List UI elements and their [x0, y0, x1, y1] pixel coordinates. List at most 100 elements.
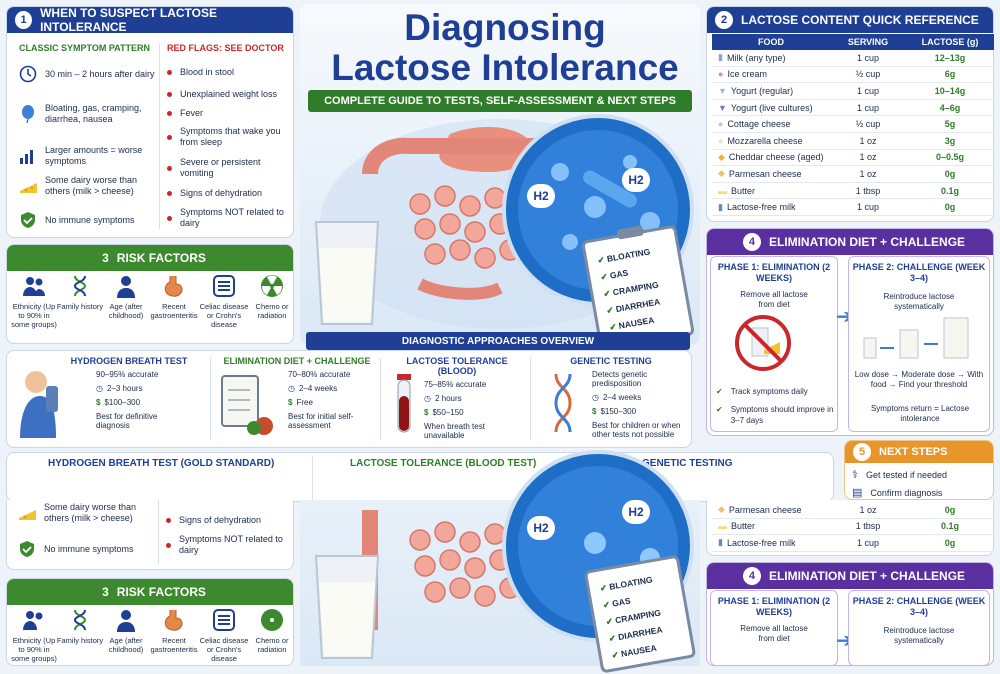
- red-flag-text: Signs of dehydration: [180, 188, 263, 198]
- phase2-text: Reintroduce lactose systematically: [883, 292, 955, 311]
- bottom-header-breath: HYDROGEN BREATH TEST (GOLD STANDARD): [48, 458, 275, 469]
- intestine-icon: [212, 608, 236, 632]
- risk-factor-label: Celiac disease or Crohn's disease: [199, 302, 249, 329]
- section-next-steps-card: 5 NEXT STEPS: [844, 440, 994, 500]
- check-icon: ✔: [716, 387, 723, 396]
- clipboard-text: GAS: [609, 267, 629, 281]
- table-cell: 1 oz: [859, 168, 877, 179]
- classic-item-text: Some dairy worse than others (milk > che…: [45, 175, 138, 196]
- classic-pattern-title: CLASSIC SYMPTOM PATTERN: [19, 43, 151, 53]
- stomach-icon: [162, 274, 186, 298]
- dx-cost: $$50–150: [424, 408, 528, 417]
- milk-carton-icon: ▮: [718, 201, 723, 212]
- classic-item-text: 30 min – 2 hours after dairy: [45, 68, 155, 79]
- dx-note: Best for children or when other tests no…: [592, 421, 681, 439]
- dx-cost: $Free: [288, 398, 378, 407]
- diagnostic-overview-banner: DIAGNOSTIC APPROACHES OVERVIEW: [306, 332, 690, 350]
- dx-time: ◷2 hours: [424, 394, 528, 403]
- cheddar-icon: ◆: [718, 151, 725, 162]
- section-title: ELIMINATION DIET + CHALLENGE: [768, 569, 966, 583]
- phase2-result: Symptoms return = Lactose intolerance: [870, 404, 970, 423]
- red-flag-item: Blood in stool: [167, 67, 291, 78]
- phase2-text: Reintroduce lactose systematically: [883, 626, 955, 645]
- risk-factor: Family history: [56, 608, 104, 645]
- phase1-title: PHASE 1: ELIMINATION (2 WEEKS): [717, 262, 831, 283]
- classic-item-text: Larger amounts = worse symptoms: [45, 145, 143, 166]
- risk-factor: Age (after childhood): [102, 608, 150, 654]
- risk-factor: Recent gastroenteritis: [150, 608, 198, 654]
- section-symptoms-card: 1 WHEN TO SUSPECT LACTOSE INTOLERANCE CL…: [6, 6, 294, 238]
- table-cell: 1 cup: [856, 537, 880, 548]
- section-title: LACTOSE CONTENT QUICK REFERENCE: [741, 13, 979, 27]
- risk-factor: Celiac disease or Crohn's disease: [198, 608, 250, 663]
- section-title: NEXT STEPS: [879, 446, 948, 458]
- dx-time-text: 2–3 hours: [106, 384, 143, 393]
- next-step-text: Confirm diagnosis: [870, 488, 943, 498]
- clipboard-text: BLOATING: [606, 246, 651, 264]
- dx-accuracy-text: 70–80% accurate: [288, 370, 351, 379]
- radiation-icon: [260, 274, 284, 298]
- risk-factor-label: Age (after childhood): [108, 302, 144, 320]
- section-lactose-header: 2 LACTOSE CONTENT QUICK REFERENCE: [707, 7, 993, 33]
- phase2-panel: PHASE 2: CHALLENGE (WEEK 3–4) Reintroduc…: [848, 590, 990, 666]
- table-cell: Ice cream: [727, 69, 767, 80]
- classic-item-text: No immune symptoms: [44, 543, 134, 554]
- dx-cost-text: $150–300: [600, 407, 637, 416]
- red-flag-text: Symptoms that wake you from sleep: [180, 126, 281, 147]
- dx-cost-text: $50–150: [432, 408, 464, 417]
- person-icon: [114, 608, 138, 632]
- table-cell: 1 tbsp: [855, 521, 881, 532]
- next-step-item: ▤Confirm diagnosis: [852, 488, 990, 499]
- red-flag-item: Symptoms that wake you from sleep: [167, 126, 291, 148]
- table-cell: Butter: [731, 521, 756, 532]
- radiation-icon: [260, 608, 284, 632]
- ice-cream-icon: ●: [718, 69, 724, 80]
- dx-accuracy: 75–85% accurate: [424, 380, 528, 389]
- dna-icon: [68, 274, 92, 298]
- dx-note: Best for initial self-assessment: [288, 412, 354, 430]
- table-cell: 10–14g: [934, 85, 966, 96]
- red-flag-text: Blood in stool: [180, 67, 235, 77]
- check-icon: ✔: [716, 405, 723, 414]
- yogurt-icon: ▼: [718, 102, 727, 113]
- clipboard-text: BLOATING: [608, 574, 654, 592]
- bullet: [167, 111, 172, 116]
- clipboard-text: NAUSEA: [620, 642, 658, 659]
- table-cell: 0.1g: [940, 185, 959, 196]
- risk-factor-label: Family history: [56, 636, 104, 645]
- dx-accuracy: 90–95% accurate: [96, 370, 208, 379]
- milk-carton-icon: ▮: [718, 537, 723, 548]
- dx-accuracy: Detects genetic predisposition: [592, 370, 686, 388]
- red-flag-text: Symptoms NOT related to dairy: [179, 534, 283, 555]
- table-cell: 1 tbsp: [855, 185, 881, 196]
- dx-blood-test: LACTOSE TOLERANCE (BLOOD) 75–85% accurat…: [386, 356, 528, 440]
- table-cell: Mozzarella cheese: [727, 135, 803, 146]
- red-flag-text: Symptoms NOT related to dairy: [180, 207, 284, 228]
- dx-time: ◷2–3 hours: [96, 384, 208, 393]
- table-cell: Parmesan cheese: [728, 504, 802, 515]
- section-next-steps-header: 5 NEXT STEPS: [845, 441, 993, 463]
- clipboard-text: GAS: [611, 595, 632, 609]
- dx-accuracy-text: Detects genetic predisposition: [592, 370, 648, 388]
- clock-icon: [19, 65, 37, 83]
- next-step-text: Get tested if needed: [865, 470, 948, 480]
- dna-icon: [554, 373, 572, 433]
- dx-title: GENETIC TESTING: [570, 356, 652, 366]
- section-risk-header: 3 RISK FACTORS: [7, 245, 293, 271]
- red-flag-text: Signs of dehydration: [179, 515, 262, 525]
- butter-icon: ▬: [718, 521, 727, 532]
- phase1-check-text: Symptoms should improve in 3–7 days: [730, 405, 834, 425]
- risk-factor: Ethnicity (Up to 90% in some groups): [10, 608, 58, 663]
- bullet: [167, 70, 172, 75]
- mozzarella-icon: ●: [718, 135, 724, 146]
- section-elimination-header: 4 ELIMINATION DIET + CHALLENGE: [707, 563, 993, 589]
- table-cell: Milk (any type): [726, 52, 786, 63]
- column-divider: [159, 43, 160, 229]
- dx-title: ELIMINATION DIET + CHALLENGE: [223, 356, 371, 366]
